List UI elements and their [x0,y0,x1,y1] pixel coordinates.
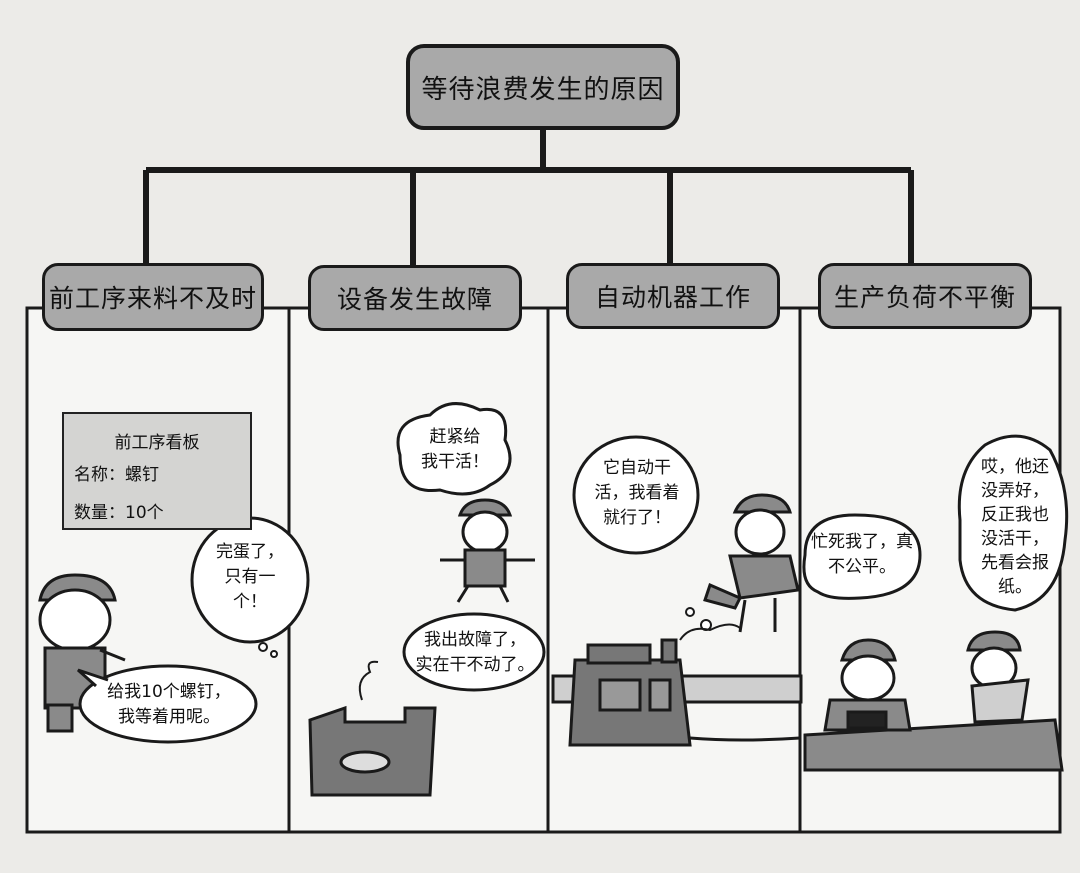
connector-lines [143,128,914,267]
cause-box-3: 自动机器工作 [566,263,780,329]
bubble-line: 就行了！ [603,508,671,528]
bubble-line: 先看会报 [981,553,1049,573]
bubble-line: 赶紧给 [429,427,481,447]
bubble-line: 我干活！ [421,452,489,472]
speech-bubble-request [77,664,258,744]
bubble-line: 没弄好， [981,481,1049,501]
cause-box-4: 生产负荷不平衡 [818,263,1032,329]
bubble-line: 不公平。 [828,557,896,577]
speech-bubble-hurry [396,402,512,496]
cause-label-2: 设备发生故障 [336,285,493,314]
bubble-line: 我等着用呢。 [118,707,220,727]
bubble-machine-text: 我出故障了， 实在干不动了。 [408,628,542,678]
speech-bubble-machine [402,612,546,692]
bubble-line: 反正我也 [981,505,1049,525]
bubble-line: 个！ [233,592,267,612]
bubble-line: 给我10个螺钉， [107,682,231,702]
kanban-board: 前工序看板 名称：螺钉 数量：10个 [62,412,252,530]
kanban-name: 名称：螺钉 [74,465,159,485]
bubble-line: 我出故障了， [424,630,526,650]
bubble-line: 没活干， [981,529,1049,549]
bubble-request-text: 给我10个螺钉， 我等着用呢。 [84,680,254,730]
speech-bubble-busy [802,513,922,600]
supervisor-figure [440,498,535,603]
relaxed-worker [703,493,800,633]
cause-label-4: 生产负荷不平衡 [833,283,1016,312]
conveyor-belt [803,718,1064,772]
bubble-line: 只有一 [224,567,276,587]
speech-bubble-idle [957,434,1069,612]
cause-label-1: 前工序来料不及时 [48,284,257,313]
bubble-line: 实在干不动了。 [415,655,535,675]
auto-machine [551,623,803,747]
bubble-relax-text: 它自动干 活，我看着 就行了！ [578,456,696,531]
bubble-line: 忙死我了，真 [811,532,913,552]
bubble-line: 纸。 [998,577,1032,597]
bubble-worried-text: 完蛋了， 只有一 个！ [210,540,290,615]
bubble-line: 哎，他还 [981,457,1049,477]
cause-box-2: 设备发生故障 [308,265,522,331]
bubble-hurry-text: 赶紧给 我干活！ [410,425,500,475]
root-title-box: 等待浪费发生的原因 [406,44,680,130]
idle-worker [966,630,1030,724]
bubble-line: 活，我看着 [594,483,680,503]
busy-worker [823,638,912,732]
bubble-line: 完蛋了， [216,542,284,562]
speech-bubble-relax [572,435,712,631]
cause-label-3: 自动机器工作 [594,283,751,312]
root-title: 等待浪费发生的原因 [421,74,665,105]
bubble-busy-text: 忙死我了，真 不公平。 [806,530,918,580]
kanban-title: 前工序看板 [114,433,200,453]
cause-box-1: 前工序来料不及时 [42,263,264,331]
broken-machine [308,660,437,797]
bubble-line: 它自动干 [603,458,671,478]
bubble-idle-text: 哎，他还 没弄好， 反正我也 没活干， 先看会报 纸。 [968,455,1062,599]
kanban-qty: 数量：10个 [74,503,164,523]
